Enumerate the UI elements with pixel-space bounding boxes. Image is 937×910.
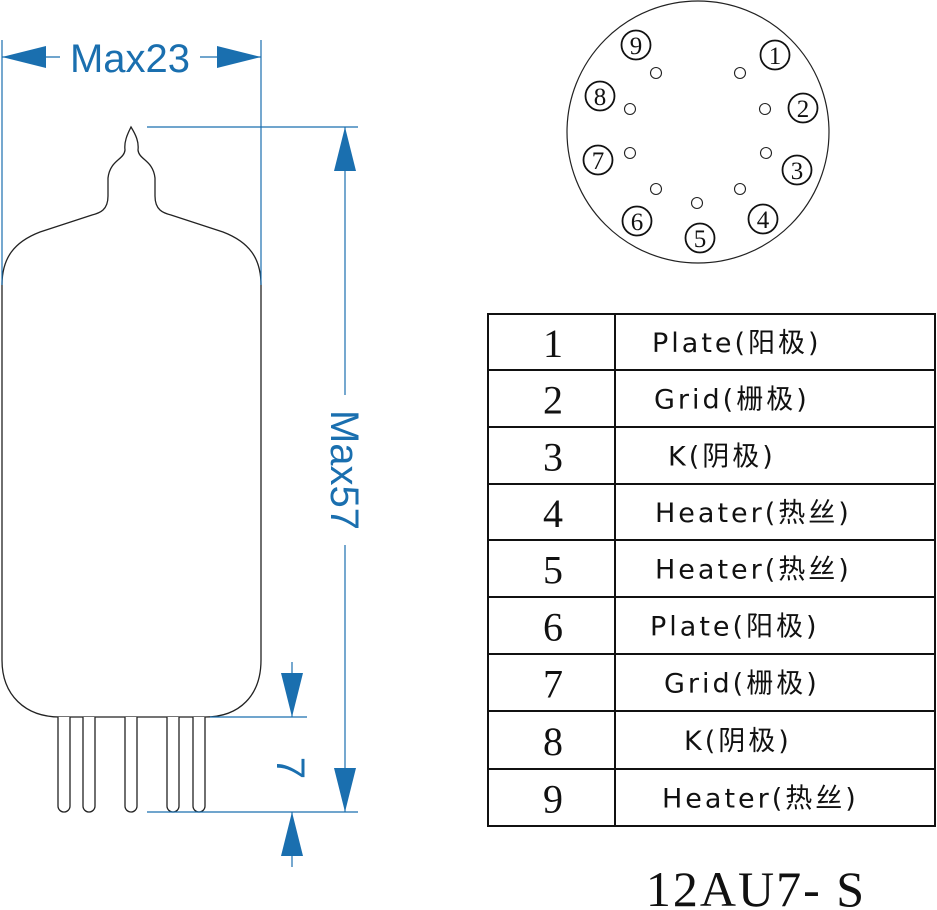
pin-number-badge: 7 bbox=[582, 144, 614, 176]
table-row: 6 Plate(阳极) bbox=[487, 596, 936, 655]
table-row: 8 K(阴极) bbox=[487, 710, 936, 770]
table-row: 5 Heater(热丝) bbox=[487, 539, 936, 598]
model-label: 12AU7- S bbox=[646, 861, 866, 910]
pin-number-badge: 1 bbox=[759, 39, 791, 71]
pin-hole bbox=[649, 66, 663, 80]
tube-pins bbox=[57, 717, 206, 813]
table-row: 9 Heater(热丝) bbox=[487, 768, 936, 827]
pin-number: 4 bbox=[757, 207, 770, 234]
pin-number-cell: 5 bbox=[543, 548, 563, 593]
pin-function-cell: Plate(阳极) bbox=[650, 612, 820, 643]
table-row: 3 K(阴极) bbox=[487, 426, 936, 485]
pin-number-cell: 2 bbox=[543, 378, 563, 423]
pin-hole bbox=[649, 182, 663, 196]
pin-function-cell: Heater(热丝) bbox=[662, 784, 859, 815]
pin-function-cell: Heater(热丝) bbox=[655, 555, 852, 586]
pin-number-cell: 7 bbox=[543, 662, 563, 707]
pin-function-cell: Grid(栅极) bbox=[654, 385, 810, 416]
pin-length-dimension: 7 bbox=[210, 662, 312, 867]
pin-number: 8 bbox=[594, 84, 607, 111]
pin-number-cell: 6 bbox=[543, 605, 563, 650]
pin-hole bbox=[758, 102, 772, 116]
arrow-left-icon bbox=[2, 46, 46, 68]
pin-hole bbox=[759, 146, 773, 160]
pin-number: 3 bbox=[791, 158, 804, 185]
pin-function-cell: Heater(热丝) bbox=[655, 498, 852, 529]
pin-function-cell: Grid(栅极) bbox=[664, 669, 820, 700]
arrow-down-icon bbox=[334, 768, 356, 812]
pin-number: 5 bbox=[694, 226, 707, 253]
pin-number-badge: 6 bbox=[621, 205, 653, 237]
pin-hole bbox=[733, 182, 747, 196]
pin-function-cell: K(阴极) bbox=[684, 726, 792, 757]
pin-number: 6 bbox=[631, 209, 644, 236]
pin-number-cell: 4 bbox=[543, 491, 563, 536]
pin-number-badge: 8 bbox=[584, 80, 616, 112]
height-label: Max57 bbox=[322, 410, 366, 530]
table-row: 1 Plate(阳极) bbox=[487, 313, 936, 371]
pin-number-badge: 5 bbox=[684, 222, 716, 254]
pin-number-cell: 1 bbox=[543, 321, 563, 366]
table-row: 7 Grid(栅极) bbox=[487, 653, 936, 712]
pin-number: 9 bbox=[630, 33, 643, 60]
pin-number-badge: 2 bbox=[787, 92, 819, 124]
pin-hole bbox=[733, 66, 747, 80]
width-label: Max23 bbox=[70, 37, 190, 81]
pin-number: 7 bbox=[592, 148, 605, 175]
pin-hole bbox=[623, 146, 637, 160]
pin-hole bbox=[623, 102, 637, 116]
height-dimension: Max57 bbox=[147, 126, 366, 813]
width-dimension: Max23 bbox=[1, 37, 262, 285]
table-row: 2 Grid(栅极) bbox=[487, 369, 936, 428]
pin-number-badge: 3 bbox=[781, 154, 813, 186]
tube-outline bbox=[1, 125, 262, 718]
pin-number-badge: 4 bbox=[747, 203, 779, 235]
pin-length-label: 7 bbox=[268, 757, 312, 779]
arrow-up-icon bbox=[334, 127, 356, 171]
pin-hole bbox=[690, 196, 704, 210]
pin-number: 1 bbox=[769, 43, 782, 70]
pin-number-cell: 3 bbox=[543, 435, 563, 480]
arrow-down-icon bbox=[281, 673, 303, 717]
arrow-right-icon bbox=[217, 46, 261, 68]
table-row: 4 Heater(热丝) bbox=[487, 483, 936, 541]
pin-number: 2 bbox=[797, 96, 810, 123]
pin-function-cell: K(阴极) bbox=[668, 442, 776, 473]
pin-function-cell: Plate(阳极) bbox=[652, 328, 822, 359]
pin-number-cell: 9 bbox=[543, 777, 563, 822]
pin-number-cell: 8 bbox=[543, 719, 563, 764]
pin-number-badge: 9 bbox=[620, 29, 652, 61]
arrow-up-icon bbox=[281, 812, 303, 856]
